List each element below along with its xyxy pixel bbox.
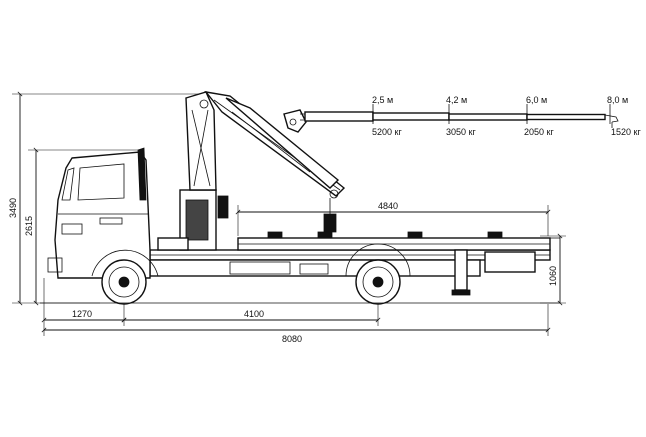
crane-reach-diagram: 2,5 м 5200 кг 4,2 м 3050 кг 6,0 м 2050 к… (283, 95, 641, 137)
reach-radius-1: 2,5 м (372, 95, 393, 105)
truck-drawing (47, 91, 560, 305)
truck-cab (47, 147, 151, 279)
cargo-platform (237, 231, 560, 251)
reach-load-4: 1520 кг (611, 127, 641, 137)
dimension-lines (12, 91, 566, 336)
telescopic-sections (304, 104, 619, 128)
front-overhang-label: 1270 (72, 309, 92, 319)
reach-load-2: 3050 кг (446, 127, 476, 137)
reach-radius-4: 8,0 м (607, 95, 628, 105)
platform-length-label: 4840 (378, 201, 398, 211)
reach-radius-2: 4,2 м (446, 95, 467, 105)
overall-length-label: 8080 (282, 334, 302, 344)
cab-height-label: 2615 (24, 216, 34, 236)
rear-outrigger (451, 249, 536, 296)
overall-height-label: 3490 (8, 198, 18, 218)
reach-radius-3: 6,0 м (526, 95, 547, 105)
front-wheel (91, 249, 159, 305)
crane-boom (204, 91, 346, 233)
reach-load-1: 5200 кг (372, 127, 402, 137)
wheelbase-label: 4100 (244, 309, 264, 319)
reach-load-3: 2050 кг (524, 127, 554, 137)
platform-height-label: 1060 (548, 266, 558, 286)
crane-column (157, 91, 229, 251)
